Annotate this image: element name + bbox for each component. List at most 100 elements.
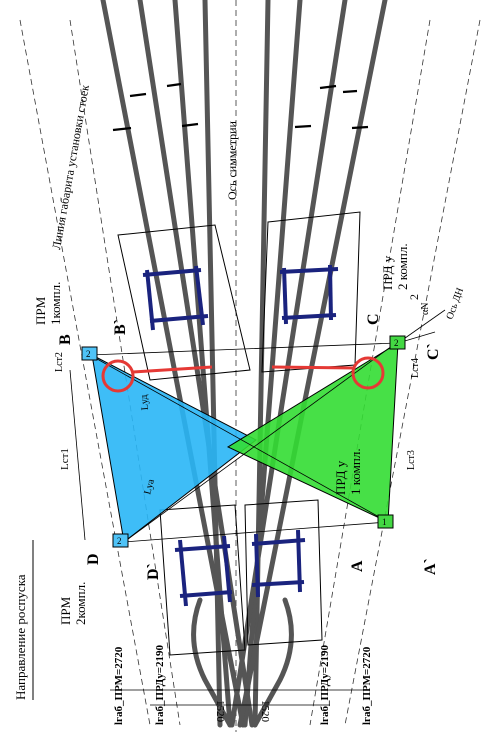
label-lya: Lуа <box>142 477 157 495</box>
tie <box>342 89 358 94</box>
tie <box>294 124 312 129</box>
label-gauge-right: 1520 <box>259 700 271 723</box>
rail <box>137 0 255 728</box>
tie <box>166 82 182 88</box>
label-point-D: D <box>85 553 102 565</box>
label-prd2-a: ПРД у <box>380 255 395 290</box>
rail-curve <box>252 597 294 728</box>
rail <box>237 0 388 728</box>
device-A <box>377 514 394 529</box>
red-circle-right <box>351 356 385 390</box>
measurement-lines <box>69 309 446 543</box>
label-device-D: 2 <box>117 536 122 546</box>
label-lst3: Lст3 <box>406 450 417 470</box>
frame-lower-right <box>244 499 323 646</box>
line-D-A <box>123 521 389 543</box>
green-coverage-zone <box>226 342 399 523</box>
devices <box>81 335 406 548</box>
sleeper <box>174 544 231 552</box>
label-point-A: A <box>349 560 366 572</box>
sleeper <box>251 538 306 546</box>
red-markers <box>101 356 385 393</box>
rail <box>229 0 348 728</box>
rail <box>202 0 223 728</box>
sleeper-post <box>178 539 188 607</box>
sleeper-post <box>296 529 302 593</box>
sleeper-post <box>145 269 155 331</box>
label-device-B: 2 <box>86 349 91 359</box>
label-axis-dn: Ось ДН <box>444 286 466 321</box>
label-prm1-a: ПРМ <box>33 296 48 325</box>
rail <box>242 0 303 728</box>
dim-lst1 <box>69 369 86 541</box>
label-alpha-n: αN <box>420 303 431 315</box>
tie <box>319 84 337 90</box>
sleeper-post <box>254 533 260 598</box>
label-point-D2: D` <box>145 563 162 580</box>
bottom-dimensions <box>110 689 370 706</box>
sleeper <box>281 313 337 320</box>
label-lgab-prd-right: lгаб_ПРДу=2190 <box>319 645 331 725</box>
label-point-B: B <box>57 334 74 345</box>
cyan-coverage-zone <box>91 354 257 543</box>
label-axis-symmetry: Ось симметрии <box>225 120 239 200</box>
device-C <box>389 335 406 350</box>
sleepers <box>142 264 339 607</box>
tie <box>351 125 369 130</box>
frame-upper-left <box>117 224 251 381</box>
label-gauge-line: Линия габарита установки стоек <box>49 84 92 251</box>
sleeper-post <box>222 535 232 603</box>
red-circle-left <box>101 359 135 393</box>
line-B-C <box>89 342 397 356</box>
red-bar-right <box>271 365 356 370</box>
guide-right-inner <box>309 19 431 726</box>
label-prd1-a: ПРД у <box>333 460 348 495</box>
rail-curve <box>191 597 233 728</box>
switch-frames <box>117 211 361 656</box>
label-lgab-prm-left: lгаб_ПРМ=2720 <box>113 646 125 725</box>
label-lgab-prd-left: lгаб_ПРДу=2190 <box>154 645 166 725</box>
label-lgab-prm-right: lгаб_ПРМ=2720 <box>361 646 373 725</box>
label-device-C: 2 <box>394 338 399 348</box>
tie <box>181 122 199 128</box>
sleeper <box>251 580 305 587</box>
guide-left-inner <box>69 19 181 726</box>
red-bar-left <box>132 365 213 374</box>
label-point-B2: B` <box>112 319 129 335</box>
label-prm2-b: 2компл. <box>73 582 88 625</box>
label-point-A2: A` <box>422 558 439 575</box>
label-point-C: C <box>365 313 382 325</box>
label-gauge-left: 1520 <box>214 700 226 723</box>
sleeper-post <box>194 265 205 326</box>
label-angle-2: 2 <box>407 294 421 300</box>
label-point-C2: C` <box>425 343 442 360</box>
axis-dn-line <box>397 309 446 344</box>
label-device-A: 1 <box>382 517 387 527</box>
label-prm2-a: ПРМ <box>58 596 73 625</box>
device-D <box>112 533 129 548</box>
label-prd1-b: 1 компл. <box>348 448 363 495</box>
label-lyd: Lуд <box>139 394 151 410</box>
label-prm1-b: 1компл. <box>48 282 63 325</box>
label-direction: Направление роспуска <box>13 574 28 700</box>
rails <box>100 0 388 728</box>
sleeper <box>179 590 233 598</box>
label-lst1: Lст1 <box>59 448 71 470</box>
label-lst2: Lст2 <box>54 352 65 372</box>
tie <box>112 126 132 132</box>
sleeper-post <box>282 267 288 325</box>
sleeper <box>142 268 202 277</box>
tie <box>129 92 147 98</box>
device-B <box>81 346 98 361</box>
frame-lower-left <box>159 504 246 656</box>
sleeper <box>149 314 209 323</box>
rail-ties <box>112 82 369 132</box>
rail <box>172 0 233 728</box>
line-C-D <box>123 342 397 543</box>
line-B-A <box>89 354 389 523</box>
label-lst4: Lст4 <box>410 358 421 378</box>
label-prd2-b: 2 компл. <box>395 243 410 290</box>
sleeper-post <box>328 264 333 321</box>
